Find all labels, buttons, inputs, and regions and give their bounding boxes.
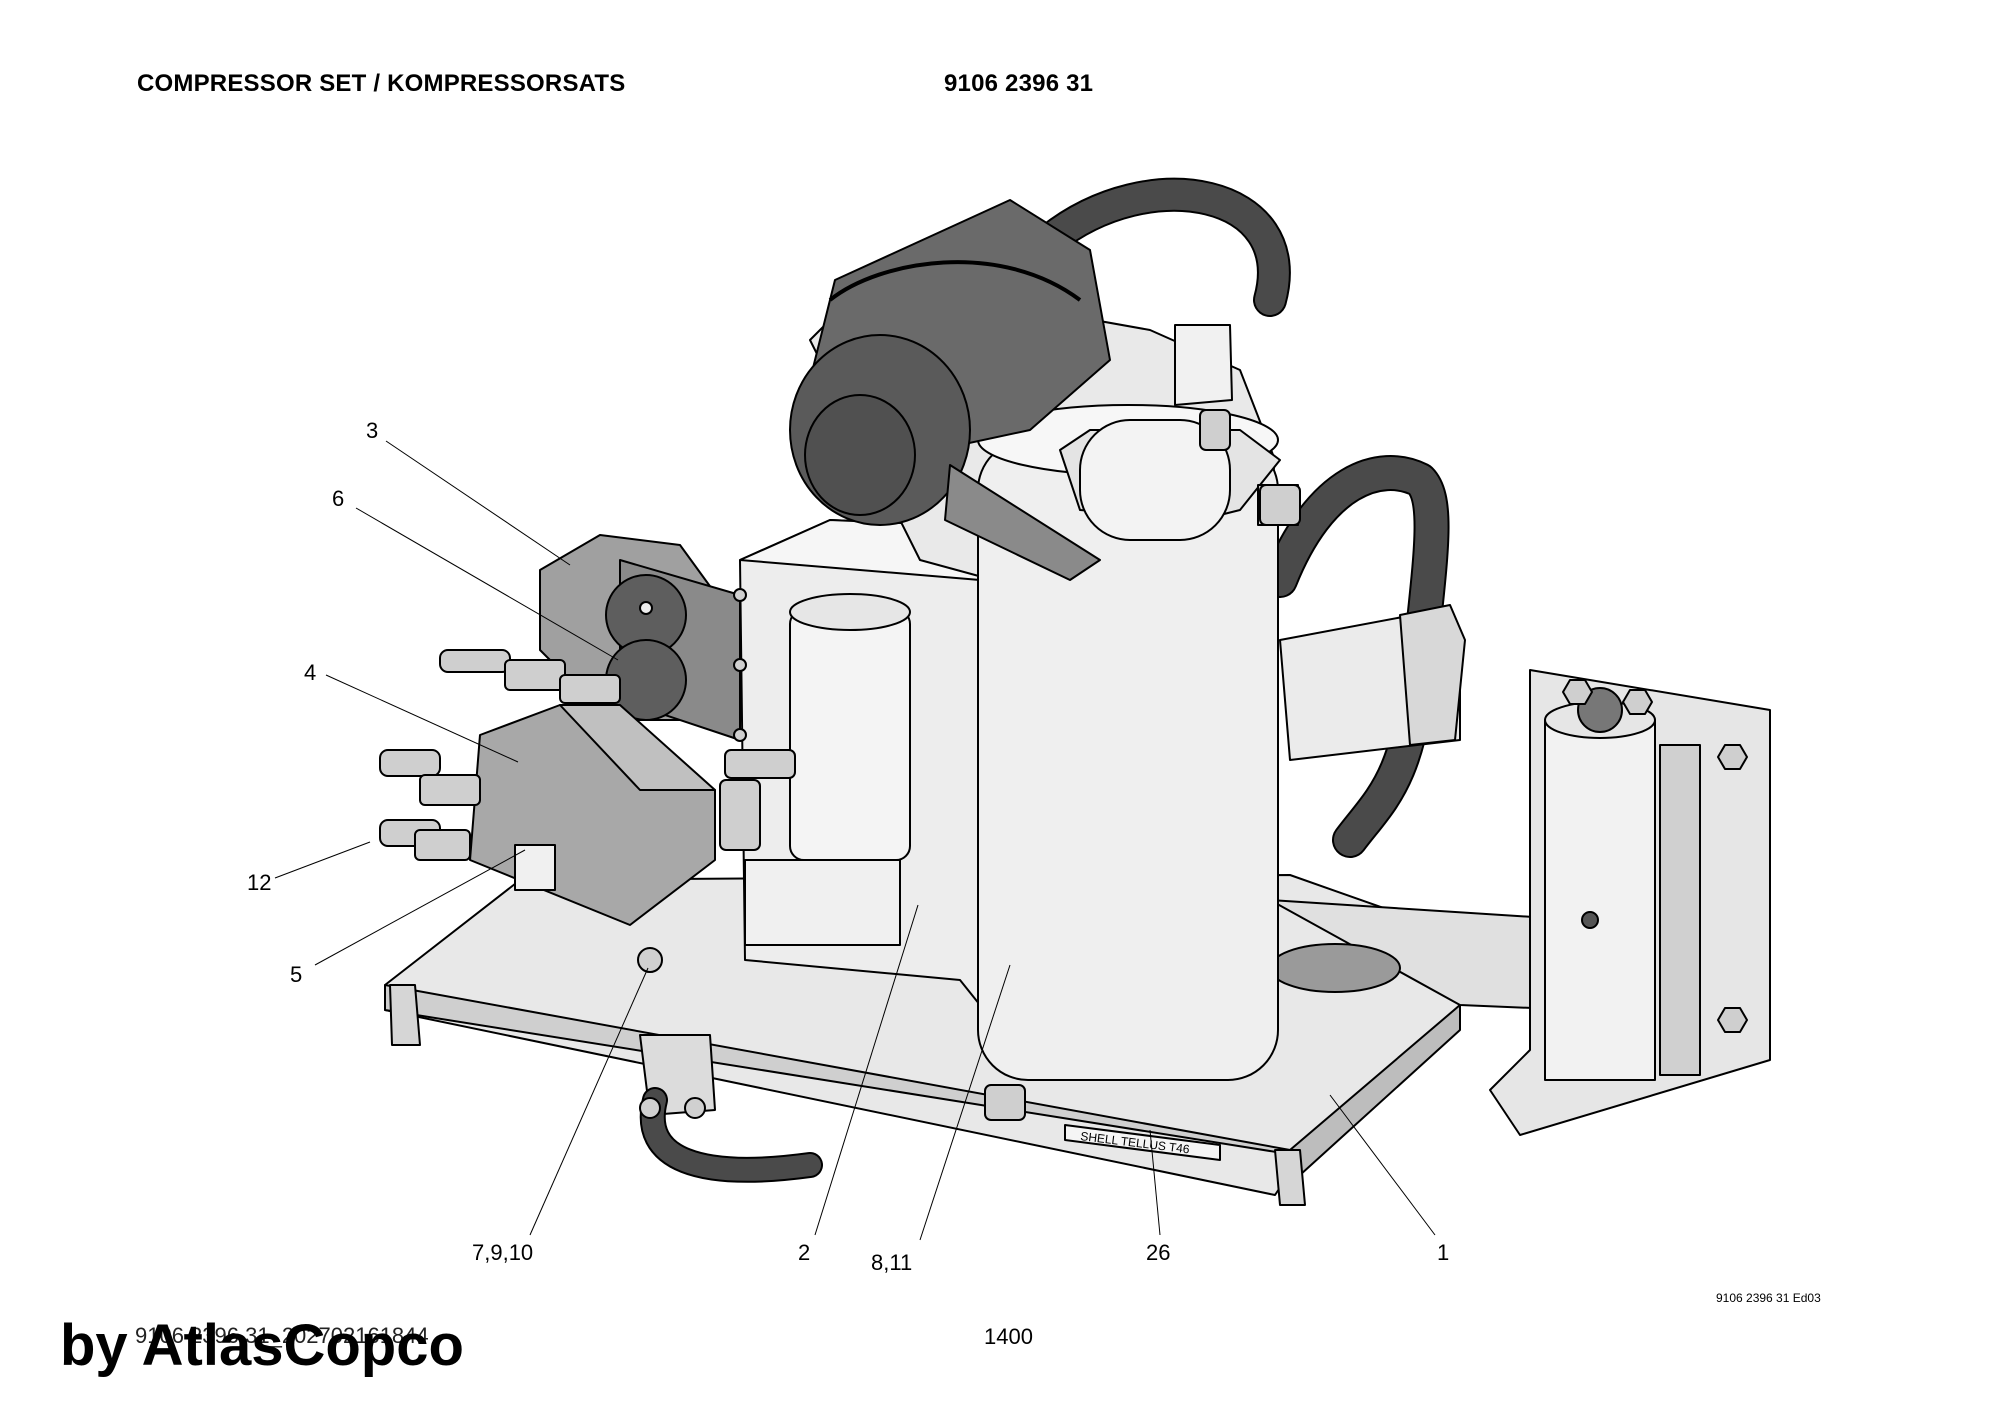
callout-8-11: 8,11 bbox=[871, 1250, 912, 1275]
callout-7-9-10: 7,9,10 bbox=[472, 1240, 533, 1265]
callout-5: 5 bbox=[290, 962, 302, 987]
drawing-reference: 9106 2396 31 Ed03 bbox=[1716, 1291, 1821, 1305]
bolts bbox=[637, 588, 747, 1119]
callout-6: 6 bbox=[332, 486, 344, 511]
right-bracket bbox=[1489, 669, 1771, 1136]
brand-watermark: by AtlasCopco bbox=[60, 1313, 464, 1378]
page-number: 1400 bbox=[984, 1324, 1033, 1349]
oil-cooler bbox=[469, 704, 716, 926]
air-filter bbox=[789, 199, 1111, 581]
rating-plate bbox=[1064, 1124, 1221, 1161]
callout-12: 12 bbox=[247, 870, 271, 895]
callout-1: 1 bbox=[1437, 1240, 1449, 1265]
callout-2: 2 bbox=[798, 1240, 810, 1265]
valve-block bbox=[539, 534, 741, 741]
part-number: 9106 2396 31 bbox=[944, 70, 1094, 97]
oil-filter bbox=[744, 593, 911, 946]
leader-lines bbox=[274, 440, 1436, 1241]
rear-hose bbox=[639, 177, 1450, 1183]
document-id: 9106 2396 31_202702161844 bbox=[135, 1323, 429, 1348]
callout-26: 26 bbox=[1146, 1240, 1170, 1265]
document-title: COMPRESSOR SET / KOMPRESSORSATS bbox=[137, 70, 626, 97]
callout-4: 4 bbox=[304, 660, 316, 685]
hydraulic-fittings bbox=[379, 409, 1301, 1121]
motor bbox=[1279, 604, 1466, 761]
callout-3: 3 bbox=[366, 418, 378, 443]
separator-tank bbox=[977, 324, 1299, 1081]
